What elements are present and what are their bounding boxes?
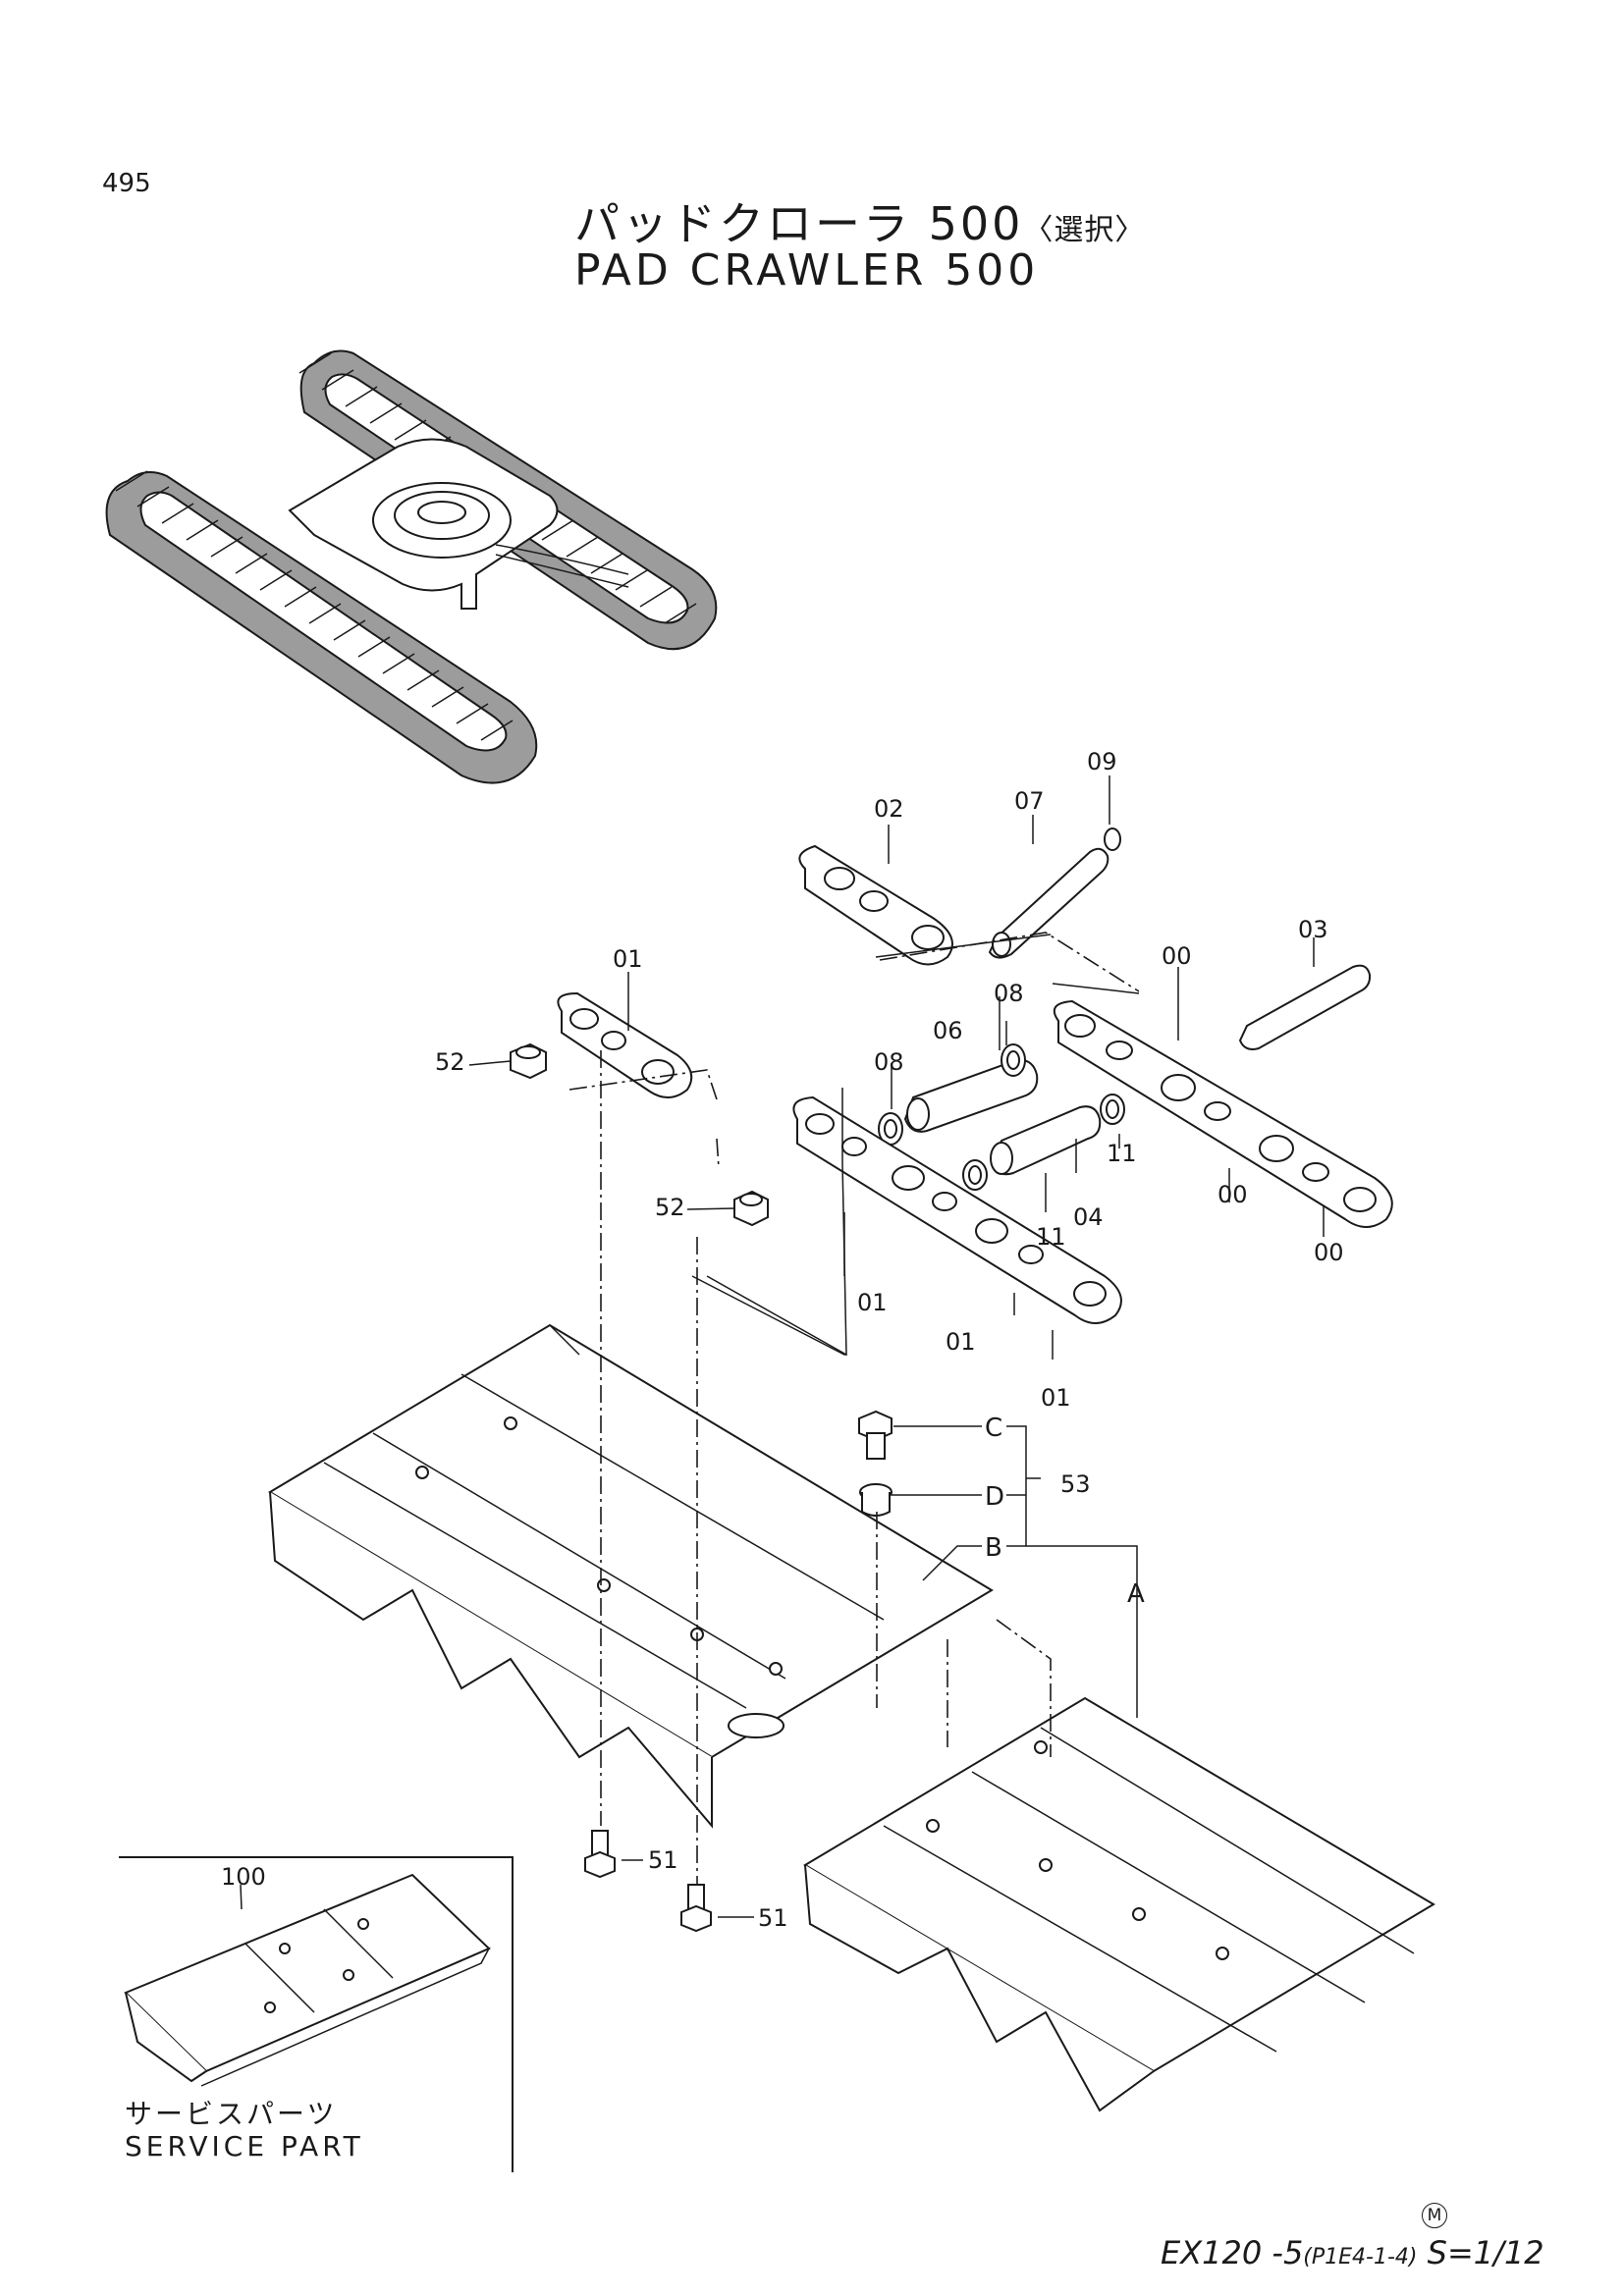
callout-08-lower: 08: [874, 1048, 904, 1076]
callout-11-lower: 11: [1036, 1223, 1066, 1251]
title-jp-text: パッドクローラ 500: [574, 197, 1024, 250]
link-01-upper: [557, 991, 693, 1098]
callout-labels: 02 07 09 03 01 00 08 06 08 52 11 04 00 5…: [435, 748, 1344, 1932]
callout-00-upper: 00: [1162, 942, 1192, 970]
pin-07: [988, 847, 1109, 959]
nut-52-lower: [733, 1190, 769, 1227]
service-part-label-english: SERVICE PART: [125, 2130, 364, 2163]
callout-d: D: [985, 1482, 1004, 1512]
page-title-japanese: パッドクローラ 500〈選択〉: [574, 188, 1145, 253]
circled-m-marker: M: [1422, 2203, 1447, 2228]
model-reference: EX120 -5(P1E4-1-4) S=1/12: [1161, 2234, 1544, 2271]
crawler-track-left: [105, 470, 538, 784]
scale-label: S=1/12: [1427, 2234, 1544, 2271]
page-title-english: PAD CRAWLER 500: [574, 245, 1040, 295]
nut-52-upper: [510, 1042, 547, 1080]
figure-code: (P1E4-1-4): [1303, 2245, 1418, 2269]
pin-03: [1238, 964, 1372, 1050]
callout-01-middle: 01: [857, 1289, 888, 1316]
callout-52-upper: 52: [435, 1048, 465, 1076]
bolt-set-53: [858, 1410, 893, 1517]
callout-01-bottom: 01: [1041, 1384, 1071, 1412]
callout-02: 02: [874, 795, 904, 823]
track-link-assembly: [510, 828, 1393, 1324]
service-part-label-japanese: サービスパーツ: [125, 2098, 338, 2130]
title-jp-option: 〈選択〉: [1023, 213, 1146, 247]
callout-b: B: [985, 1533, 1002, 1563]
leader-lines: [240, 775, 1325, 1918]
callout-51-right: 51: [758, 1904, 788, 1932]
link-01-chain: [792, 1095, 1122, 1324]
callout-51-left: 51: [648, 1846, 678, 1874]
callout-01-lower: 01: [946, 1328, 976, 1356]
seal-11-upper: [1100, 1094, 1125, 1125]
seal-11-lower: [962, 1159, 988, 1191]
seal-08-upper: [1001, 1043, 1026, 1077]
shoe-plate-upper: [268, 1323, 994, 1829]
callout-100: 100: [221, 1863, 266, 1891]
bolt-51-left: [584, 1830, 616, 1879]
callout-07: 07: [1014, 787, 1045, 815]
track-frame: [288, 438, 629, 610]
bolt-51-right: [680, 1884, 712, 1933]
bushing-06: [903, 1058, 1039, 1133]
callout-09: 09: [1087, 748, 1117, 775]
callout-53: 53: [1060, 1470, 1091, 1498]
callout-04: 04: [1073, 1203, 1104, 1231]
bushing-04: [990, 1105, 1102, 1176]
service-pad-shoe: [124, 1873, 491, 2087]
callout-52-lower: 52: [655, 1194, 685, 1221]
callout-00-lower: 00: [1314, 1239, 1344, 1266]
shoe-plate-lower: [803, 1696, 1435, 2112]
callout-01-upper: 01: [613, 945, 643, 973]
page-number: 495: [102, 169, 151, 198]
callout-a: A: [1127, 1579, 1145, 1609]
master-link-00: [1053, 999, 1393, 1228]
model-name: EX120 -5: [1161, 2234, 1304, 2271]
callout-11-upper: 11: [1107, 1140, 1137, 1167]
bolt-c: [858, 1410, 893, 1460]
callout-08-upper: 08: [994, 980, 1024, 1007]
callout-c: C: [985, 1414, 1002, 1443]
link-02: [798, 844, 953, 966]
nut-d: [859, 1483, 893, 1517]
callout-06: 06: [933, 1017, 963, 1044]
service-part-inset: 100: [119, 1856, 514, 2172]
callout-00-middle: 00: [1217, 1181, 1248, 1208]
ring-09: [1104, 828, 1121, 851]
callout-03: 03: [1298, 916, 1328, 943]
undercarriage-overview: [105, 349, 718, 784]
